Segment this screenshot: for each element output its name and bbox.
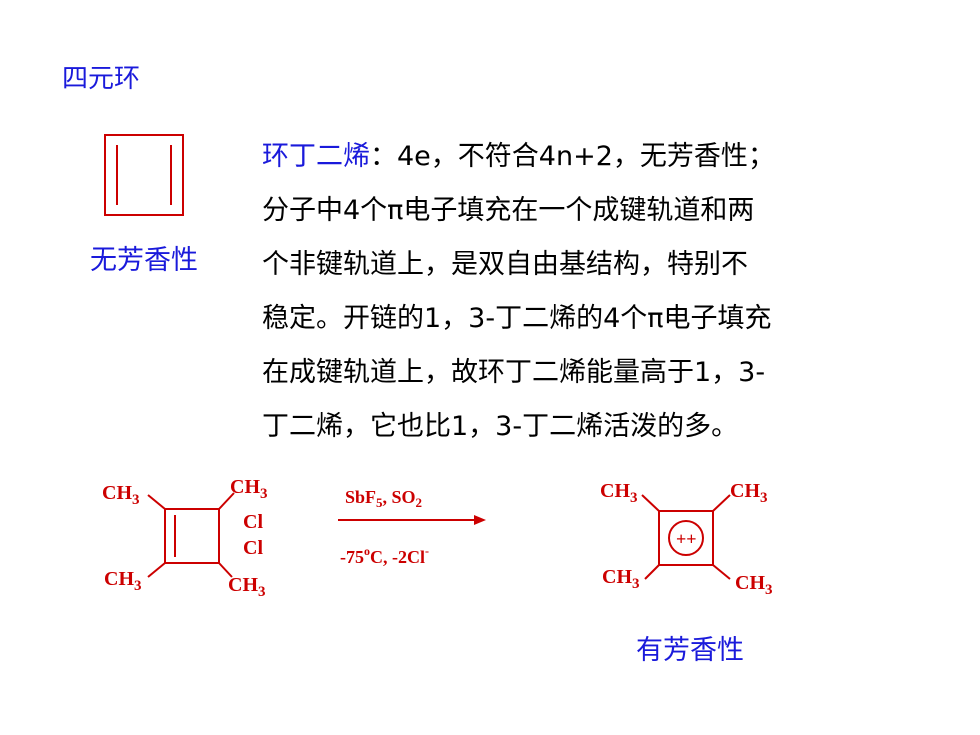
reactant-cl-upper: Cl [243, 511, 263, 533]
product-molecule: ++ CH3 CH3 CH3 CH3 [600, 480, 773, 598]
product-ch3-top-left: CH3 [600, 480, 638, 506]
reaction-arrow: SbF5, SO2 -75oC, -2Cl- [338, 487, 486, 567]
reactant-ch3-top-right: CH3 [230, 476, 268, 502]
paragraph-line-2: 分子中4个π电子填充在一个成键轨道和两 [262, 195, 755, 226]
no-aromaticity-label: 无芳香性 [90, 245, 198, 276]
reactant-cl-lower: Cl [243, 537, 263, 559]
reagent-top: SbF5, SO2 [345, 487, 422, 510]
paragraph-line-1-text: ：4e，不符合4n+2，无芳香性； [370, 141, 775, 172]
cyclobutadiene-term: 环丁二烯 [262, 141, 370, 172]
reactant-ch3-bottom-right: CH3 [228, 574, 266, 600]
reaction-scheme: CH3 CH3 Cl Cl CH3 CH3 SbF5, SO2 -75oC, -… [102, 476, 773, 600]
paragraph-line-5: 在成键轨道上，故环丁二烯能量高于1，3- [262, 357, 766, 388]
page-heading: 四元环 [62, 64, 141, 94]
explanation-paragraph: 环丁二烯：4e，不符合4n+2，无芳香性； 分子中4个π电子填充在一个成键轨道和… [262, 130, 902, 454]
product-ch3-bottom-left: CH3 [602, 566, 640, 592]
product-charge: ++ [676, 529, 697, 549]
paragraph-line-1: 环丁二烯：4e，不符合4n+2，无芳香性； [262, 130, 902, 184]
reagent-bottom: -75oC, -2Cl- [340, 544, 429, 567]
aromaticity-label: 有芳香性 [636, 635, 744, 666]
cyclobutadiene-structure [104, 134, 184, 216]
reactant-ch3-bottom-left: CH3 [104, 568, 142, 594]
product-ch3-bottom-right: CH3 [735, 572, 773, 598]
paragraph-line-3: 个非键轨道上，是双自由基结构，特别不 [262, 249, 748, 280]
product-ch3-top-right: CH3 [730, 480, 768, 506]
paragraph-line-4: 稳定。开链的1，3-丁二烯的4个π电子填充 [262, 303, 772, 334]
paragraph-line-6: 丁二烯，它也比1，3-丁二烯活泼的多。 [262, 411, 739, 442]
reactant-ch3-top-left: CH3 [102, 482, 140, 508]
reactant-molecule: CH3 CH3 Cl Cl CH3 CH3 [102, 476, 268, 600]
